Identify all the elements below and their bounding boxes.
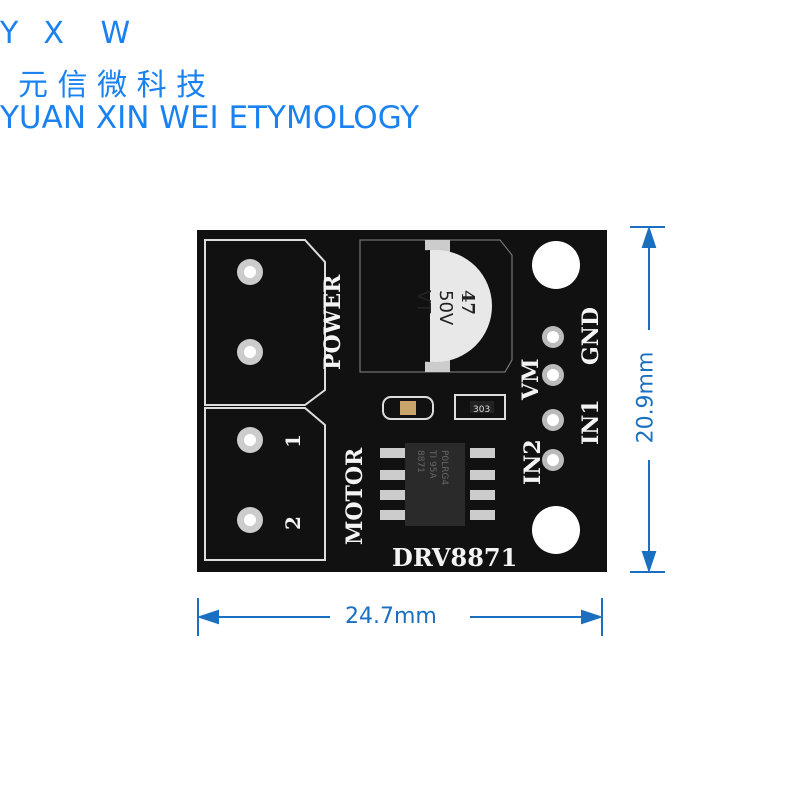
dimension-lines bbox=[196, 225, 665, 636]
mounting-hole bbox=[532, 506, 580, 554]
mounting-hole bbox=[532, 241, 580, 289]
chip-marking: TI 95A bbox=[427, 449, 437, 479]
terminal-pin-1-label: 1 bbox=[281, 434, 305, 448]
brand-chinese-name: 元 信 微 科 技 bbox=[18, 68, 207, 103]
height-dimension: 20.9mm bbox=[633, 351, 659, 444]
smd-capacitor bbox=[382, 396, 434, 420]
capacitor: 47 50V VT bbox=[374, 240, 492, 372]
motor-label: MOTOR bbox=[342, 447, 368, 545]
terminal-pin-2-label: 2 bbox=[281, 516, 305, 530]
capacitor-voltage: 50V bbox=[435, 290, 456, 326]
arrow-up-icon bbox=[641, 225, 657, 248]
terminal-holes bbox=[237, 259, 263, 533]
capacitor-value: 47 bbox=[457, 290, 478, 315]
arrow-right-icon bbox=[581, 609, 604, 625]
vm-label: VM bbox=[518, 359, 544, 401]
arrow-left-icon bbox=[196, 609, 219, 625]
chip-marking: P0LRG4 bbox=[439, 450, 449, 485]
capacitor-series: VT bbox=[413, 290, 434, 314]
resistor-marking: 303 bbox=[473, 405, 490, 415]
power-label: POWER bbox=[320, 274, 346, 370]
brand-initials: Y X W bbox=[0, 16, 133, 51]
resistor-outline bbox=[454, 394, 506, 420]
terminal-outline bbox=[204, 239, 513, 561]
driver-chip: 8871 TI 95A P0LRG4 bbox=[380, 443, 495, 526]
arrow-down-icon bbox=[641, 551, 657, 574]
model-label: DRV8871 bbox=[392, 543, 517, 572]
in2-label: IN2 bbox=[520, 439, 546, 485]
width-dimension: 24.7mm bbox=[345, 604, 437, 629]
header-pins bbox=[542, 326, 564, 471]
brand-english-name: YUAN XIN WEI ETYMOLOGY bbox=[0, 100, 420, 136]
in1-label: IN1 bbox=[578, 399, 604, 445]
chip-marking: 8871 bbox=[415, 450, 425, 473]
gnd-label: GND bbox=[578, 307, 604, 365]
